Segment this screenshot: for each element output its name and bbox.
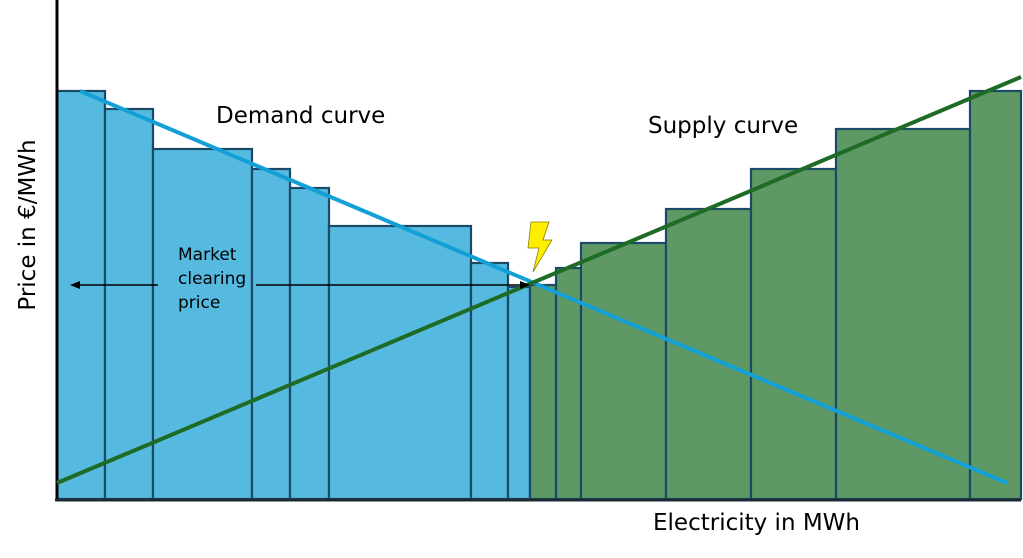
demand-curve-line (79, 89, 1008, 485)
bars (55, 89, 1023, 501)
mcp-line-2: clearing (178, 269, 247, 289)
demand-bar (55, 89, 107, 501)
lightning-bolt-icon (527, 221, 553, 273)
demand-bar (327, 224, 473, 501)
supply-bar (664, 207, 753, 501)
demand-bar (151, 147, 254, 501)
demand-bar (250, 167, 292, 501)
supply-bar (834, 127, 972, 501)
demand-bar (103, 107, 155, 501)
supply-bar (528, 283, 558, 501)
supply-curve-label: Supply curve (648, 113, 799, 139)
demand-curve-label: Demand curve (216, 103, 386, 129)
supply-bar (579, 241, 668, 501)
x-axis-label: Electricity in MWh (653, 510, 860, 536)
supply-curve-line (56, 75, 1022, 485)
y-axis-label: Price in €/MWh (15, 139, 41, 311)
demand-bar (288, 186, 331, 501)
mcp-line-3: price (178, 293, 221, 313)
demand-bar (506, 285, 532, 501)
market-clearing-price-arrow (70, 281, 530, 289)
supply-bar (749, 167, 838, 501)
supply-bar (968, 89, 1023, 501)
demand-bar (469, 261, 510, 501)
mcp-line-1: Market (178, 245, 237, 265)
market-clearing-price-label: Market clearing price (178, 243, 246, 315)
